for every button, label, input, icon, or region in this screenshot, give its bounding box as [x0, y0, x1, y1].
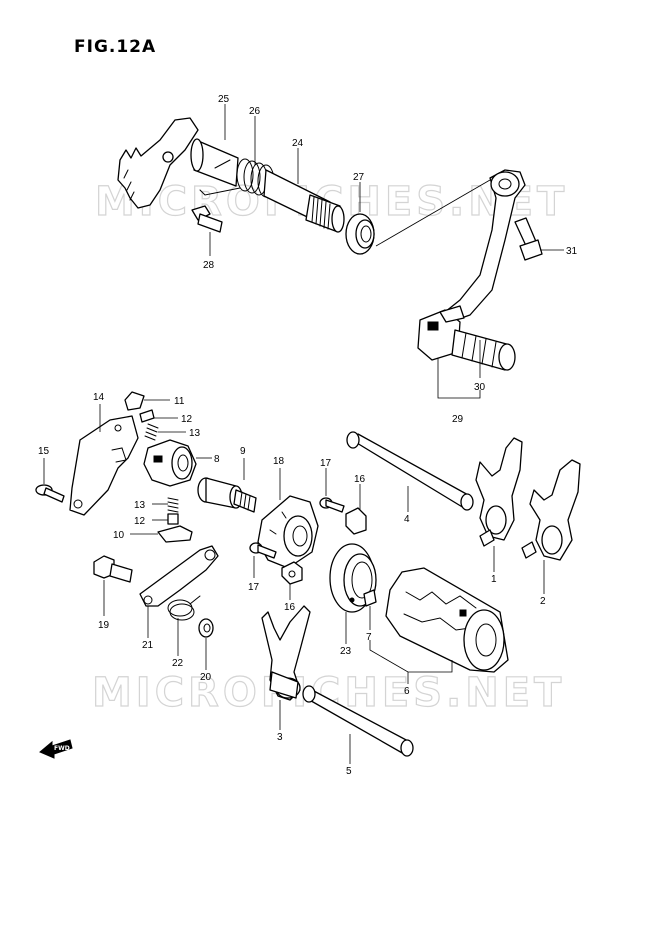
callout-12-upper: 12: [181, 414, 193, 425]
part-30-shift-lever-rubber: [451, 329, 516, 371]
callout-25: 25: [218, 94, 230, 105]
callout-21: 21: [142, 640, 154, 651]
leader-lines: [43, 104, 564, 764]
callout-2: 2: [540, 596, 546, 607]
callout-6: 6: [404, 686, 410, 697]
callout-13-upper: 13: [189, 428, 201, 439]
callout-20: 20: [200, 672, 212, 683]
part-4-fork-shaft: [346, 431, 474, 511]
part-19-bolt: [93, 555, 133, 583]
part-17-screw-lower: [249, 542, 277, 559]
fwd-label: FWD: [54, 745, 70, 752]
part-8-cam-driven-gear: [143, 439, 197, 487]
callout-26: 26: [249, 106, 261, 117]
part-17-screw-upper: [319, 497, 345, 513]
part-16-plate-lower: [281, 561, 303, 585]
part-29-gear-shift-lever: [417, 169, 526, 361]
part-14-gear-shift-plate: [69, 415, 139, 516]
part-5-fork-shaft: [302, 685, 414, 757]
part-3-shift-fork: [261, 605, 311, 701]
callout-24: 24: [292, 138, 304, 149]
part-10-pawl: [157, 525, 193, 543]
callout-23: 23: [340, 646, 352, 657]
callout-3: 3: [277, 732, 283, 743]
part-20-washer: [198, 618, 214, 638]
callout-17-upper: 17: [320, 458, 332, 469]
part-27-oil-seal: [345, 213, 375, 255]
part-28-bolt: [191, 205, 223, 233]
part-2-shift-fork: [521, 459, 581, 561]
callout-4: 4: [404, 514, 410, 525]
part-25-shift-shaft-arm: [117, 117, 239, 209]
callout-8: 8: [214, 454, 220, 465]
part-15-screw: [35, 484, 65, 503]
callout-1: 1: [491, 574, 497, 585]
callout-13-lower: 13: [134, 500, 146, 511]
callout-11: 11: [174, 396, 185, 407]
callout-16-lower: 16: [284, 602, 296, 613]
part-22-spring: [167, 595, 201, 621]
callout-5: 5: [346, 766, 352, 777]
callout-10: 10: [113, 530, 125, 541]
callout-12-lower: 12: [134, 516, 146, 527]
callout-31: 31: [566, 246, 578, 257]
callout-29: 29: [452, 414, 464, 425]
part-1-shift-fork: [475, 437, 523, 547]
part-23-bearing: [329, 543, 377, 613]
callout-30: 30: [474, 382, 486, 393]
callout-7: 7: [366, 632, 372, 643]
callout-15: 15: [38, 446, 50, 457]
part-31-lever-bolt: [514, 217, 543, 261]
part-21-gear-shift-arm: [139, 545, 219, 607]
part-9-cam-stopper-bolt: [197, 477, 257, 513]
callout-9: 9: [240, 446, 246, 457]
figure-title: FIG.12A: [74, 37, 156, 57]
part-18-cam-guide: [257, 495, 319, 569]
part-7-cam-pin: [363, 589, 377, 607]
callout-22: 22: [172, 658, 184, 669]
callout-27: 27: [353, 172, 365, 183]
callout-18: 18: [273, 456, 285, 467]
part-12-pin-upper: [139, 409, 155, 423]
part-13-spring-lower: [167, 497, 179, 513]
part-12-pin-lower: [167, 513, 179, 525]
callout-14: 14: [93, 392, 105, 403]
part-11-pawl: [124, 391, 145, 411]
callout-16-upper: 16: [354, 474, 366, 485]
part-13-spring-upper: [144, 423, 159, 441]
part-24-gear-shift-shaft: [263, 169, 345, 233]
callouts: 25 26 24 27 28 31 30 29 14 11 12 13 8 15…: [38, 94, 578, 777]
part-16-plate-upper: [345, 507, 367, 535]
callout-28: 28: [203, 260, 215, 271]
callout-17-lower: 17: [248, 582, 260, 593]
part-6-gear-shift-cam: [385, 567, 509, 673]
fwd-arrow-icon: FWD: [39, 739, 73, 759]
callout-19: 19: [98, 620, 110, 631]
